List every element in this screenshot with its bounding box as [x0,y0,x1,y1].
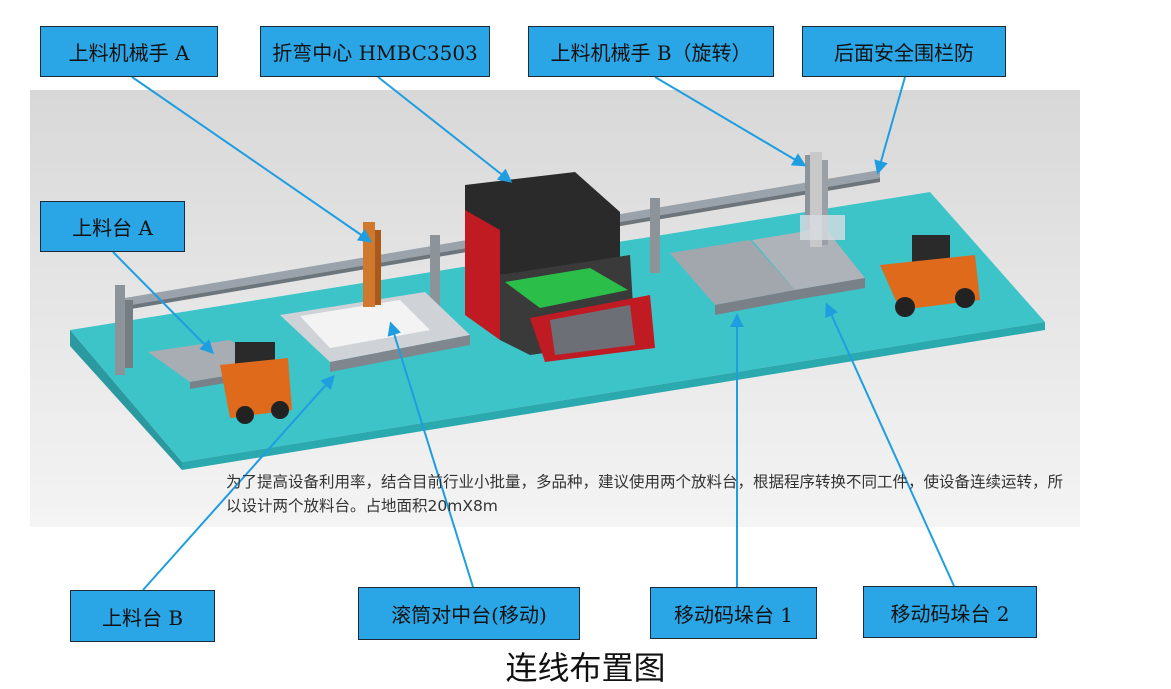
description-text: 为了提高设备利用率，结合目前行业小批量，多品种，建议使用两个放料台，根据程序转换… [226,473,1064,515]
leader-robot-a [131,76,373,243]
label-roller-centering-table: 滚筒对中台(移动) [358,587,580,640]
robot-b-shape [800,152,845,247]
label-mobile-stacking-2: 移动码垛台 2 [863,586,1037,638]
leader-loading-table-b [142,374,335,591]
stacking-table-2-shape [752,228,865,300]
label-mobile-stacking-1: 移动码垛台 1 [650,587,817,639]
stacking-table-1-shape [670,240,795,315]
leader-robot-b [654,76,807,167]
robot-a-shape [363,222,381,307]
leader-bending-center [377,76,513,183]
forklift-left-shape [220,342,292,424]
label-loading-table-a: 上料台 A [40,201,185,252]
bending-center-shape [465,172,655,362]
label-bending-center: 折弯中心 HMBC3503 [260,26,490,77]
leader-stacking-2 [825,302,955,587]
production-line-render [30,90,1080,527]
leader-loading-table-a [112,251,214,354]
diagram-title: 连线布置图 [505,649,666,687]
leader-rear-fence [874,76,906,175]
label-loading-table-b: 上料台 B [70,590,215,642]
label-rear-fence: 后面安全围栏防 [802,26,1006,77]
forklift-right-shape [880,235,980,317]
label-loader-robot-b: 上料机械手 B（旋转） [528,26,774,77]
leader-roller-table [387,321,474,588]
label-loader-robot-a: 上料机械手 A [40,26,218,77]
roller-table-shape [280,292,470,372]
